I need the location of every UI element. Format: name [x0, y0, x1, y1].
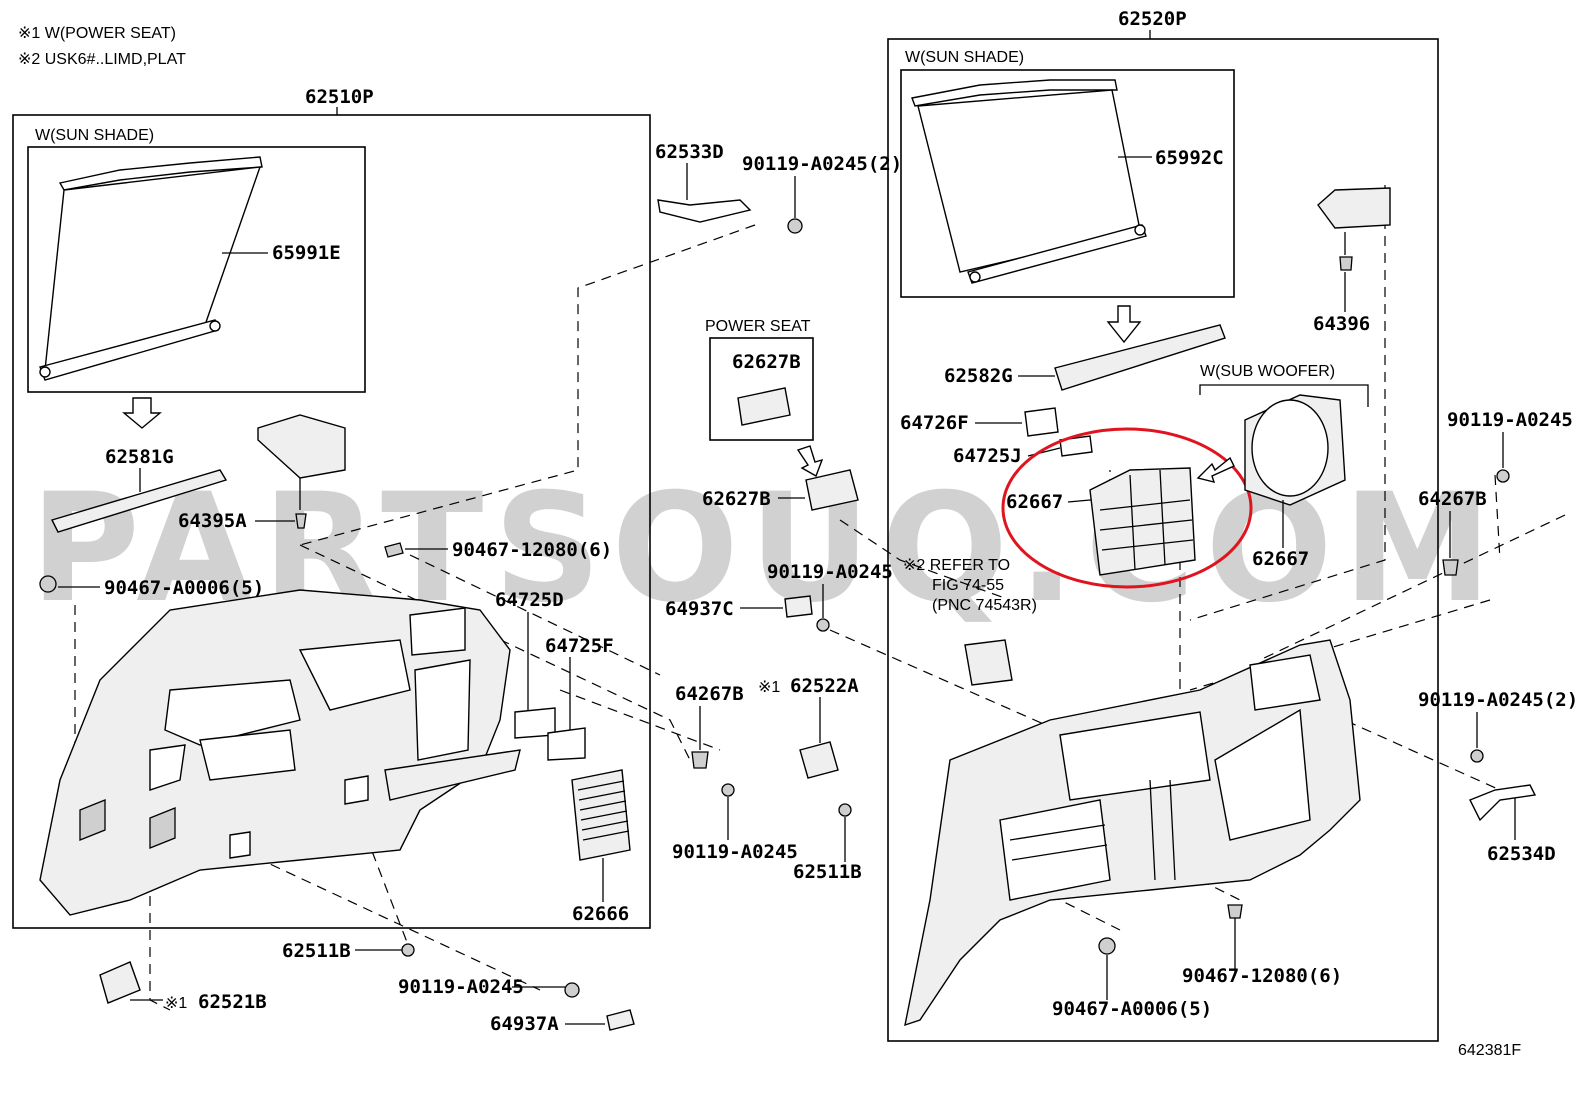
- label-62533d: 62533D: [655, 141, 724, 163]
- label-64725d: 64725D: [495, 589, 564, 611]
- label-62667-right: 62667: [1252, 548, 1309, 570]
- cover-64396: [1317, 187, 1391, 229]
- switch-62627b: [805, 469, 859, 511]
- refer-part: [964, 639, 1013, 686]
- left-assembly-frame: [12, 114, 651, 929]
- label-62511b-mid: 62511B: [793, 861, 862, 883]
- label-65992c: 65992C: [1155, 147, 1224, 169]
- arrow-down-center-icon: [796, 445, 824, 478]
- note-usk6: ※2 USK6#..LIMD,PLAT: [18, 51, 186, 68]
- label-65991e: 65991E: [272, 242, 341, 264]
- bracket-64725f: [547, 727, 586, 761]
- label-right-sunshade: W(SUN SHADE): [905, 49, 1024, 66]
- garnish-62582g: [1054, 324, 1226, 391]
- label-64395a: 64395A: [178, 510, 247, 532]
- label-62510p: 62510P: [305, 86, 374, 108]
- cover-62667-highlighted: [1089, 467, 1196, 576]
- right-quarter-trim-panel: [904, 639, 1361, 1027]
- sunshade-65992c-drawing: [911, 79, 1147, 284]
- label-64725j: 64725J: [953, 445, 1022, 467]
- switch-62522a: [799, 741, 839, 779]
- label-sub-woofer: W(SUB WOOFER): [1200, 363, 1335, 380]
- bracket-62534d: [1469, 784, 1537, 822]
- label-62667-left: 62667: [1006, 491, 1063, 513]
- left-quarter-trim-panel: [39, 589, 521, 916]
- mark-62522a: ※1: [758, 679, 780, 696]
- label-90119-a0245-2-top: 90119-A0245(2): [742, 153, 902, 175]
- label-90119-a0245-bottom: 90119-A0245: [398, 976, 524, 998]
- refer-line2: FIG 74-55: [932, 577, 1004, 594]
- arrow-down-right-icon: [1106, 305, 1142, 344]
- label-64725f: 64725F: [545, 635, 614, 657]
- switch-62521b: [99, 961, 141, 1004]
- label-90467-a0006-left: 90467-A0006(5): [104, 577, 264, 599]
- label-90467-12080-right: 90467-12080(6): [1182, 965, 1342, 987]
- label-62520p: 62520P: [1118, 8, 1187, 30]
- label-left-sunshade: W(SUN SHADE): [35, 127, 154, 144]
- grille-62666: [571, 769, 631, 861]
- label-62627b-box: 62627B: [732, 351, 801, 373]
- label-64937c: 64937C: [665, 598, 734, 620]
- label-62582g: 62582G: [944, 365, 1013, 387]
- label-64267b-mid: 64267B: [675, 683, 744, 705]
- sub-woofer-bracket-62667: [1244, 394, 1346, 506]
- label-90467-12080-left: 90467-12080(6): [452, 539, 612, 561]
- label-62534d: 62534D: [1487, 843, 1556, 865]
- cover-piece: [257, 414, 346, 479]
- label-62627b: 62627B: [702, 488, 771, 510]
- label-90119-a0245-2-right: 90119-A0245(2): [1418, 689, 1578, 711]
- refer-line3: (PNC 74543R): [932, 597, 1037, 614]
- label-64396: 64396: [1313, 313, 1370, 335]
- label-power-seat: POWER SEAT: [705, 318, 811, 335]
- highlight-circle-62667: [1001, 427, 1253, 589]
- mark-62521b: ※1: [165, 995, 187, 1012]
- power-seat-frame: [709, 337, 814, 441]
- label-64726f: 64726F: [900, 412, 969, 434]
- label-62511b-left: 62511B: [282, 940, 351, 962]
- right-assembly-62520p: 62520P W(SUN SHADE) 65992C 62582G 64726F…: [887, 8, 1439, 1042]
- left-assembly-62510p: 62510P W(SUN SHADE) 65991E 62581G 64395A…: [12, 86, 651, 929]
- label-90119-a0245-mid: 90119-A0245: [767, 561, 893, 583]
- label-62581g: 62581G: [105, 446, 174, 468]
- label-64267b-right: 64267B: [1418, 488, 1487, 510]
- arrow-left-icon: [1196, 456, 1235, 483]
- label-62521b: 62521B: [198, 991, 267, 1013]
- right-sunshade-frame: [900, 69, 1235, 298]
- sunshade-65991e-drawing: [39, 156, 263, 381]
- bracket-62533d: [657, 199, 752, 223]
- label-62522a: 62522A: [790, 675, 859, 697]
- label-90119-a0245-right: 90119-A0245: [1447, 409, 1573, 431]
- note-power-seat: ※1 W(POWER SEAT): [18, 25, 176, 42]
- arrow-down-left-icon: [122, 397, 162, 429]
- garnish-62581g: [51, 469, 228, 533]
- refer-line1: ※2 REFER TO: [903, 557, 1010, 574]
- switch-62627b-box: [737, 387, 791, 426]
- label-90119-a0245-low: 90119-A0245: [672, 841, 798, 863]
- label-64937a: 64937A: [490, 1013, 559, 1035]
- label-62666: 62666: [572, 903, 629, 925]
- right-assembly-frame: [887, 38, 1439, 1042]
- figure-id: 642381F: [1458, 1042, 1521, 1059]
- label-90467-a0006-right: 90467-A0006(5): [1052, 998, 1212, 1020]
- left-sunshade-frame: [27, 146, 366, 393]
